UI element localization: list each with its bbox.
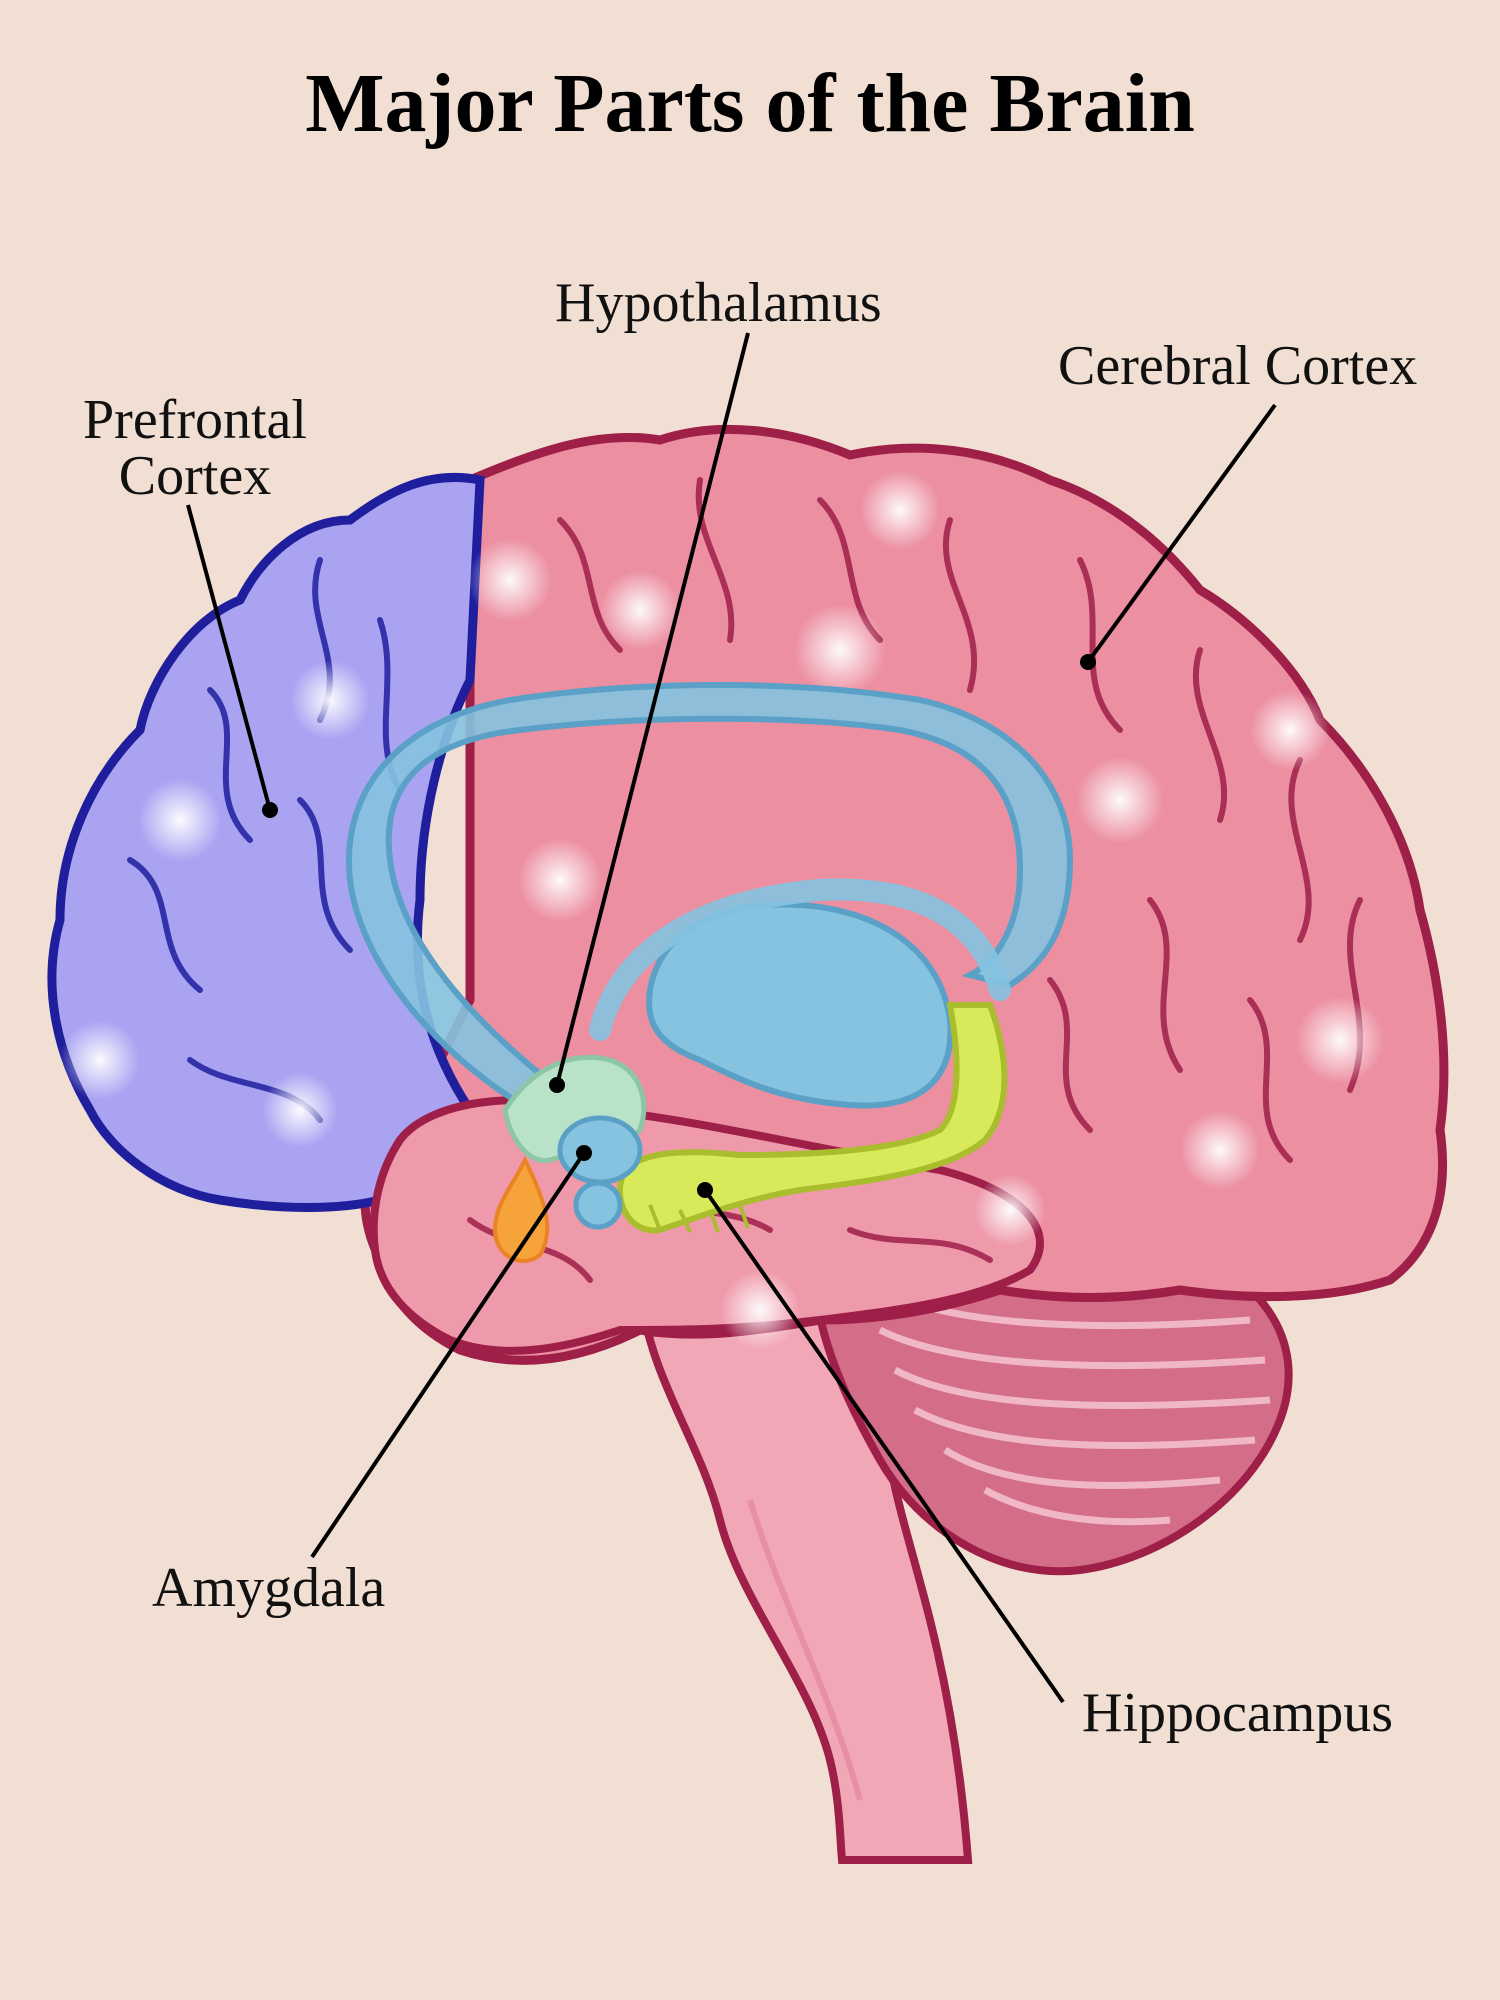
leader-lines (186, 332, 1277, 1704)
label-cerebral-cortex: Cerebral Cortex (1058, 335, 1418, 397)
hippocampus-region (617, 1002, 1008, 1234)
label-prefrontal-cortex: Prefrontal Cortex (50, 392, 340, 504)
lateral-ventricle (345, 682, 1074, 1114)
diagram-title: Major Parts of the Brain (305, 57, 1195, 150)
highlight-glows (60, 470, 1384, 1350)
leader-dot-prefrontal (262, 802, 278, 818)
leader-amygdala (310, 1151, 586, 1559)
leader-dot-hippocampus (697, 1182, 713, 1198)
leader-cerebral (1086, 403, 1277, 664)
leader-dot-cerebral (1080, 654, 1096, 670)
label-prefrontal-line2: Cortex (118, 445, 272, 507)
brainstem (635, 1286, 973, 1864)
label-hippocampus: Hippocampus (1082, 1682, 1394, 1744)
label-hypothalamus: Hypothalamus (555, 272, 882, 334)
amygdala-region (492, 1155, 550, 1263)
leader-hippocampus (703, 1188, 1065, 1704)
leader-hypothalamus (555, 332, 750, 1086)
label-prefrontal-line1: Prefrontal (83, 389, 307, 451)
label-amygdala: Amygdala (152, 1557, 386, 1619)
leader-prefrontal (186, 504, 272, 811)
leader-dot-hypothalamus (549, 1077, 565, 1093)
leader-dot-amygdala (576, 1145, 592, 1161)
